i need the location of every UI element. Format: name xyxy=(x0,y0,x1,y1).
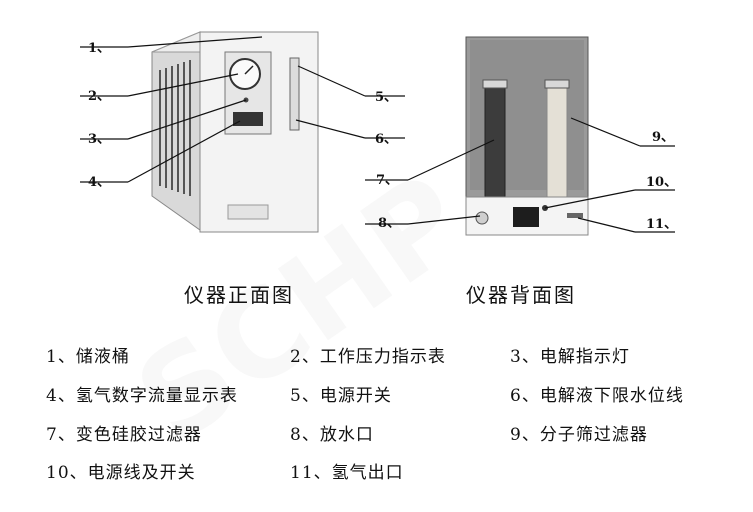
legend-item: 6、电解液下限水位线 xyxy=(510,386,684,406)
back-view-caption: 仪器背面图 xyxy=(466,283,576,307)
leader-lines xyxy=(80,36,675,233)
back-unit-illustration xyxy=(465,36,589,236)
callout-2: 2、 xyxy=(88,89,110,104)
callout-10: 10、 xyxy=(646,175,677,190)
legend-item: 8、放水口 xyxy=(290,425,374,445)
callout-8: 8、 xyxy=(378,216,400,231)
legend-item: 10、电源线及开关 xyxy=(46,463,196,483)
legend-item: 11、氢气出口 xyxy=(290,463,404,483)
callout-6: 6、 xyxy=(375,132,397,147)
front-unit-illustration xyxy=(151,31,319,233)
legend-item: 9、分子筛过滤器 xyxy=(510,425,648,445)
callout-3: 3、 xyxy=(88,132,110,147)
callout-4: 4、 xyxy=(88,175,110,190)
callout-5: 5、 xyxy=(375,90,397,105)
callout-11: 11、 xyxy=(646,217,677,232)
legend-item: 3、电解指示灯 xyxy=(510,347,630,367)
callout-9: 9、 xyxy=(652,130,674,145)
callout-1: 1、 xyxy=(88,41,110,56)
front-view-caption: 仪器正面图 xyxy=(184,283,294,307)
callout-7: 7、 xyxy=(376,173,398,188)
instrument-diagram: 1、 2、 3、 4、 5、 6、 7、 8、 9、 10、 11、 xyxy=(80,31,677,236)
